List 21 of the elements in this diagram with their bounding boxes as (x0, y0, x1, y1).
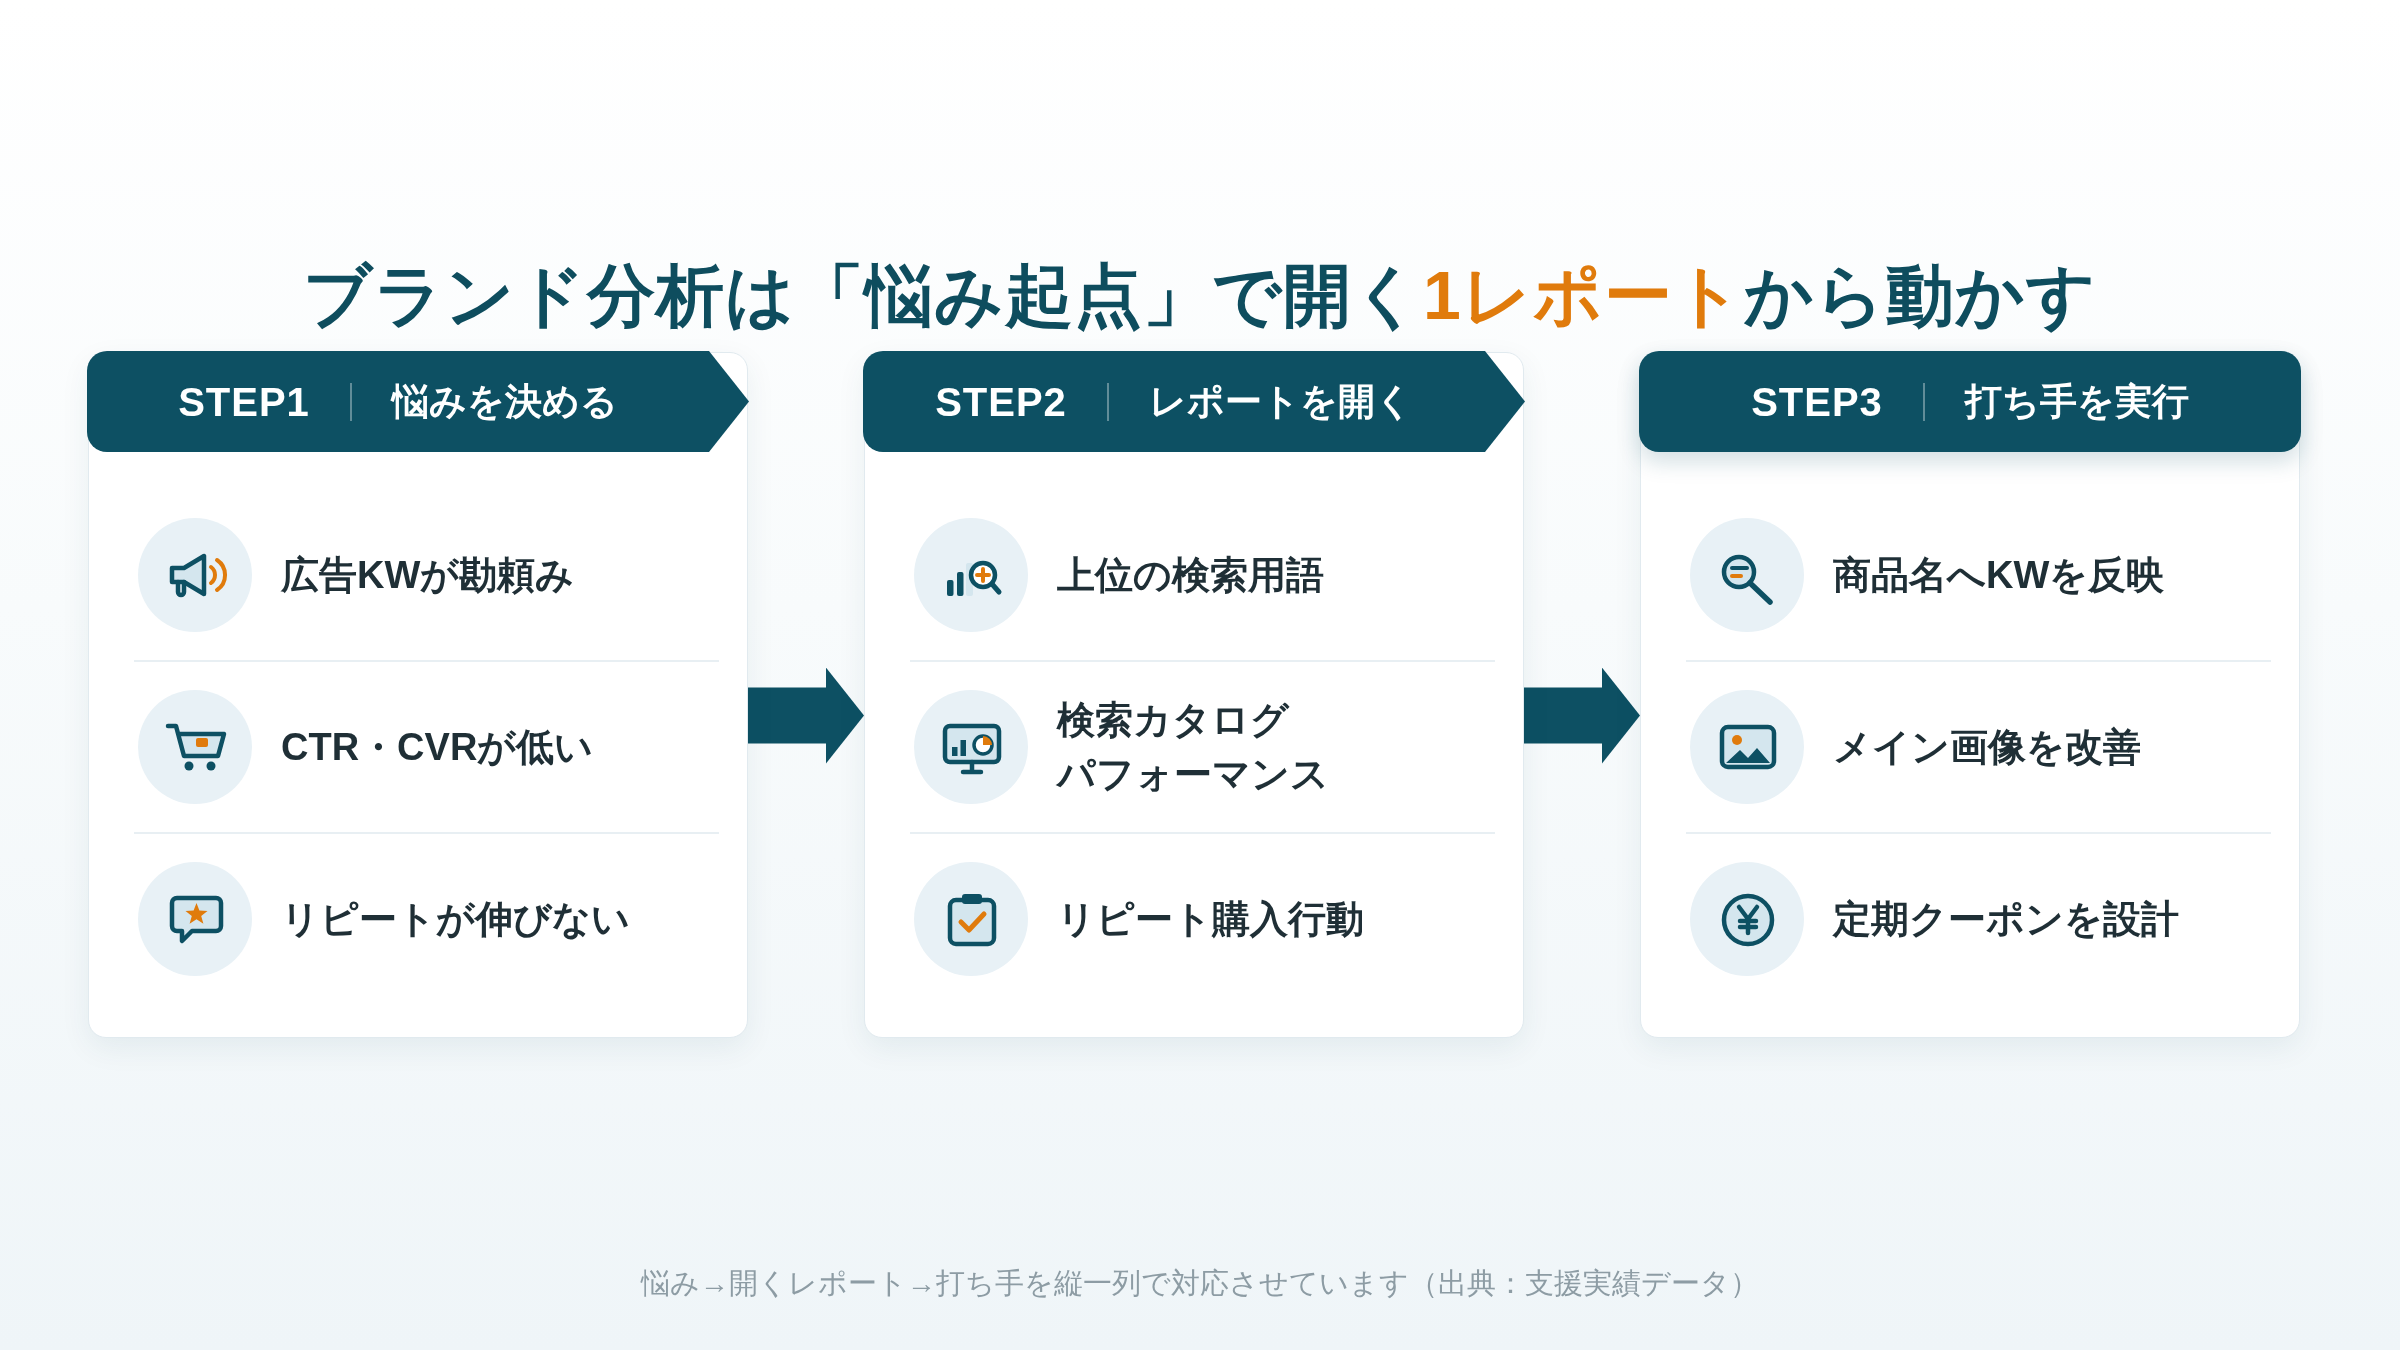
item-text: メイン画像を改善 (1833, 725, 2141, 770)
step-title: 打ち手を実行 (1964, 379, 2189, 424)
step-card (88, 352, 748, 1038)
item-text: 定期クーポンを設計 (1833, 897, 2179, 942)
step-number: STEP1 (178, 378, 310, 426)
item-text: 広告KWが勘頼み (281, 553, 575, 598)
arrow (748, 667, 864, 764)
item-text: CTR・CVRが低い (281, 725, 594, 770)
step-number: STEP3 (1751, 378, 1883, 426)
caption: 悩み→開くレポート→打ち手を縦一列で対応させています（出典：支援実績データ） (641, 1266, 1759, 1301)
item-text: 検索カタログパフォーマンス (1057, 698, 1330, 797)
item-text: リピートが伸びない (281, 897, 630, 942)
step-card (864, 352, 1524, 1038)
item-text: 上位の検索用語 (1057, 553, 1324, 598)
item-text: リピート購入行動 (1057, 897, 1364, 942)
step-card (1640, 352, 2300, 1038)
step-title: 悩みを決める (391, 379, 618, 424)
step-number: STEP2 (935, 378, 1067, 426)
item-text: 商品名へKWを反映 (1833, 553, 2165, 598)
step-title: レポートを開く (1148, 379, 1413, 424)
arrow (1524, 667, 1640, 764)
